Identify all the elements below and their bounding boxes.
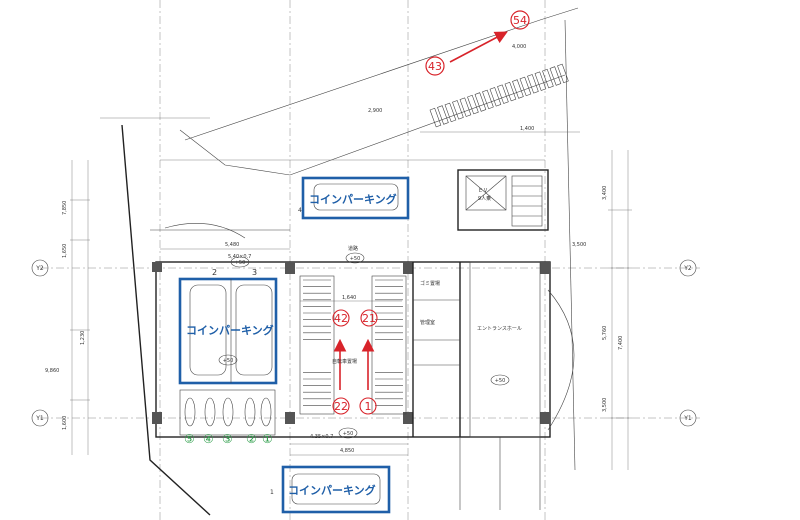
svg-text:自転車置場: 自転車置場: [332, 358, 357, 365]
svg-text:エントランスホール: エントランスホール: [477, 326, 522, 332]
svg-text:道路: 道路: [348, 245, 358, 252]
svg-text:1,400: 1,400: [520, 126, 534, 132]
svg-text:1,650: 1,650: [62, 244, 68, 258]
room-labels: ＥＶ 9人乗 ゴミ置場 管理室 エントランスホール 自転車置場 道路: [332, 188, 522, 365]
motorcycle-area: [179, 389, 276, 436]
left-dimension-lines: 7,850 1,650 1,230 9,860 1,600: [45, 160, 90, 455]
grid-lines: [40, 0, 700, 520]
site-boundary: [100, 7, 579, 516]
misc-dimension-labels: 2,900 4,000: [368, 44, 526, 114]
svg-text:7,850: 7,850: [62, 201, 68, 215]
svg-text:3: 3: [252, 268, 257, 277]
svg-text:4: 4: [298, 207, 302, 214]
svg-text:1,230: 1,230: [80, 331, 86, 345]
green-motorcycle-numbers: ⑤ ④ ③ ② ①: [184, 432, 273, 446]
svg-text:3,400: 3,400: [602, 186, 608, 200]
bicycle-rack-right: [371, 275, 407, 415]
bottom-dimension: 4.35×0.7 4,850: [290, 434, 408, 456]
svg-text:1,600: 1,600: [62, 416, 68, 430]
circled-number-42: 42: [332, 309, 350, 327]
svg-text:2,900: 2,900: [368, 108, 382, 114]
svg-text:+50: +50: [495, 378, 506, 384]
svg-text:④: ④: [203, 432, 214, 446]
bicycle-rack-left: [299, 275, 335, 415]
svg-text:+50: +50: [343, 431, 354, 437]
svg-text:管理室: 管理室: [420, 319, 435, 326]
coin-parking-top: コインパーキング 4: [298, 176, 410, 220]
grid-bubble-y1-left: Y1: [31, 409, 49, 427]
svg-text:42: 42: [334, 312, 348, 325]
svg-text:コインパーキング: コインパーキング: [309, 192, 397, 206]
svg-text:4,000: 4,000: [512, 44, 526, 50]
svg-text:Y1: Y1: [35, 415, 44, 422]
svg-text:43: 43: [428, 60, 442, 73]
svg-text:+50: +50: [235, 260, 246, 266]
svg-text:7,400: 7,400: [618, 336, 624, 350]
svg-text:1,640: 1,640: [342, 295, 356, 301]
right-dimension-lines: 3,400 7,400 5,760 3,500 3,500: [572, 150, 632, 470]
svg-text:9,860: 9,860: [45, 368, 59, 374]
svg-text:Y1: Y1: [683, 415, 692, 422]
diagonal-parking-row: [429, 63, 569, 128]
grid-bubble-y2-right: Y2: [679, 259, 697, 277]
svg-text:4.35×0.7: 4.35×0.7: [310, 434, 333, 440]
circled-number-22: 22: [332, 397, 350, 415]
svg-text:コインパーキング: コインパーキング: [288, 483, 376, 497]
building-walls: [150, 169, 575, 510]
svg-text:ゴミ置場: ゴミ置場: [420, 280, 440, 287]
arrow-43-to-54: [449, 31, 508, 63]
grid-bubble-y2-left: Y2: [31, 259, 49, 277]
svg-text:54: 54: [513, 14, 527, 27]
svg-text:5,760: 5,760: [602, 326, 608, 340]
svg-text:コインパーキング: コインパーキング: [186, 323, 274, 337]
circled-number-54: 54: [510, 10, 530, 30]
top-dimension-lines: 1,400 5,480 5,40×0.7 1,640: [160, 126, 580, 302]
svg-text:1: 1: [270, 489, 274, 496]
svg-text:Y2: Y2: [683, 265, 692, 272]
svg-text:③: ③: [222, 432, 233, 446]
svg-text:5,480: 5,480: [225, 242, 239, 248]
elevation-markers: +50 +50 +50 +50 +50: [218, 252, 510, 439]
svg-text:+50: +50: [350, 256, 361, 262]
svg-text:3,500: 3,500: [602, 398, 608, 412]
svg-text:Y2: Y2: [35, 265, 44, 272]
svg-text:3,500: 3,500: [572, 242, 586, 248]
svg-text:21: 21: [362, 312, 376, 325]
grid-bubble-y1-right: Y1: [679, 409, 697, 427]
coin-parking-bottom: コインパーキング 1: [270, 465, 391, 514]
circled-number-21: 21: [360, 309, 378, 327]
svg-text:ＥＶ: ＥＶ: [478, 188, 488, 194]
svg-text:9人乗: 9人乗: [478, 195, 491, 202]
svg-text:4,850: 4,850: [340, 448, 354, 454]
svg-text:⑤: ⑤: [184, 432, 195, 446]
coin-parking-left: コインパーキング 2 3: [178, 268, 278, 385]
svg-text:22: 22: [334, 400, 348, 413]
svg-text:+50: +50: [223, 358, 234, 364]
svg-text:①: ①: [262, 432, 273, 446]
circled-number-1: 1: [359, 397, 377, 415]
svg-text:②: ②: [246, 432, 257, 446]
svg-text:1: 1: [365, 400, 372, 413]
svg-text:2: 2: [212, 268, 217, 277]
circled-number-43: 43: [425, 56, 445, 76]
